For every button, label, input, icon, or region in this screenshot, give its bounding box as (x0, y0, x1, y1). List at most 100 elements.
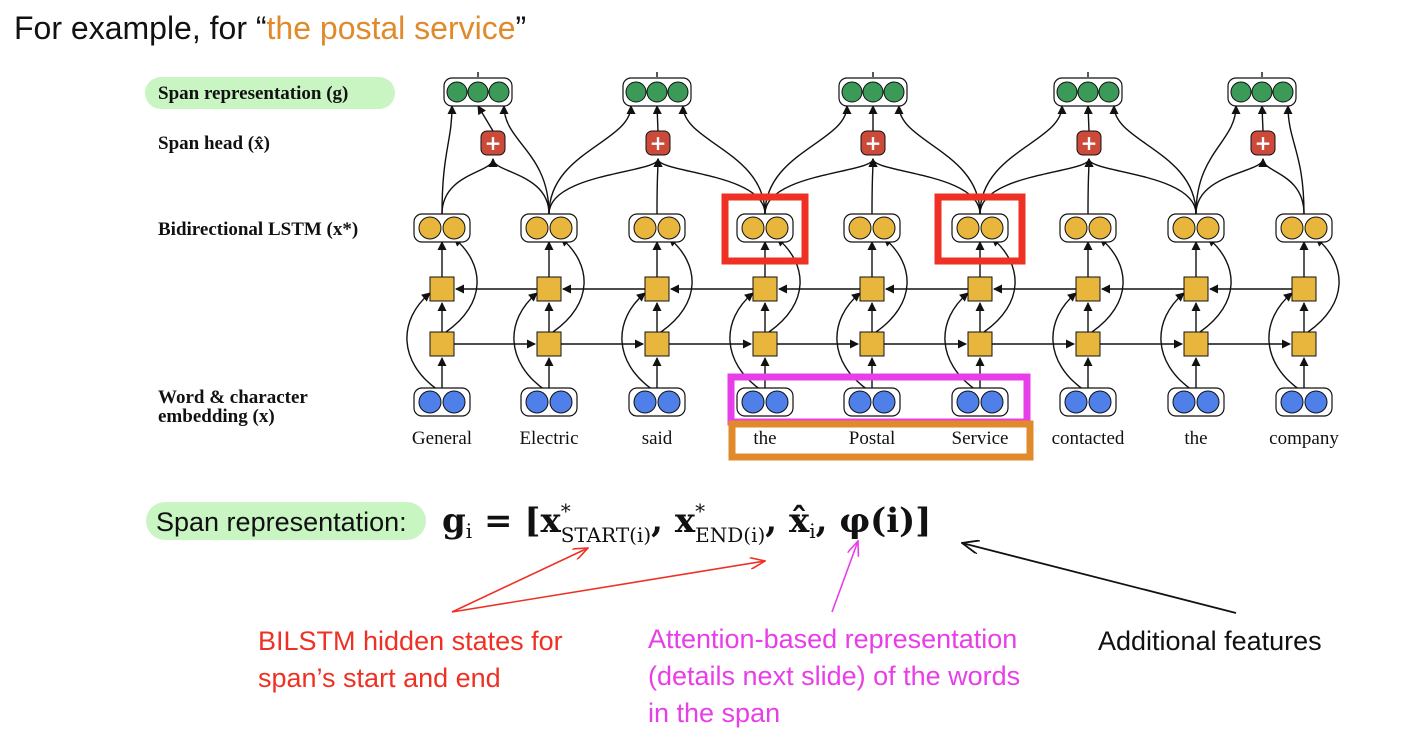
edge-end-to-span (499, 105, 550, 215)
annotation-bilstm-2: span’s start and end (258, 663, 501, 693)
annotation-attention-1: Attention-based representation (648, 624, 1017, 654)
edge-to-span-head (653, 158, 663, 215)
span-representation-node-unit (446, 81, 468, 103)
span-representation-node-unit (667, 81, 689, 103)
arrow-bilstm-end (451, 561, 765, 613)
word-label: Service (952, 428, 1009, 449)
embedding-node-unit (872, 390, 896, 414)
span-representation-node-unit (1272, 81, 1294, 103)
title-prefix: For example, for “ (14, 10, 267, 46)
network-edges (406, 72, 1340, 391)
lstm-backward-cell (967, 276, 993, 302)
lstm-forward-cell (644, 331, 670, 357)
span-end-highlight (934, 193, 1026, 265)
lstm-backward-cell (1183, 276, 1209, 302)
span-representation-node-unit (1251, 81, 1273, 103)
span-representation-label-bg (145, 77, 395, 109)
bilstm-output-node-unit (1196, 216, 1220, 240)
bilstm-output-node-unit (765, 216, 789, 240)
edge-end-to-span (1109, 105, 1197, 215)
embedding-node-unit (848, 390, 872, 414)
span-head-plus-node (645, 130, 671, 156)
lstm-backward-cell (859, 276, 885, 302)
embedding-node-unit (633, 390, 657, 414)
span-representation-node-unit (646, 81, 668, 103)
formula-label: Span representation: (156, 507, 407, 537)
span-representation-formula: gi = [x*START(i), x*END(i), x̂i, φ(i)] (442, 499, 931, 547)
word-label: Postal (849, 428, 895, 449)
lstm-backward-cell (1075, 276, 1101, 302)
span-representation-node-unit (488, 81, 510, 103)
embedding-node-unit (1088, 390, 1112, 414)
edge-skip-forward-output (1091, 237, 1124, 333)
span-head-plus-node (1250, 130, 1276, 156)
edge-to-span-head (1258, 158, 1305, 215)
bilstm-output-node-unit (1280, 216, 1304, 240)
word-label: the (753, 428, 776, 449)
edge-head-to-span (477, 105, 494, 132)
edge-skip-forward-output (875, 237, 908, 333)
plus-icon: + (865, 131, 882, 155)
plus-icon: + (1255, 131, 1272, 155)
annotation-bilstm-1: BILSTM hidden states for (258, 626, 563, 656)
embedding-node-unit (956, 390, 980, 414)
span-representation-node-unit (1098, 81, 1120, 103)
lstm-backward-cell (644, 276, 670, 302)
word-label: the (1184, 428, 1207, 449)
formula-label-bg (146, 502, 426, 540)
bilstm-output-node-unit (549, 216, 573, 240)
formula-comma-3: , (816, 501, 840, 541)
span-representation-node-unit (1230, 81, 1252, 103)
edge-skip-emb-backward (1268, 292, 1301, 391)
edge-skip-forward-output (983, 237, 1016, 333)
edge-to-span-head (1084, 158, 1197, 215)
arrow-bilstm-start (451, 548, 588, 613)
edge-start-to-span (1195, 105, 1241, 215)
word-label: Electric (519, 428, 578, 449)
row-label-embedding-1: Word & character (158, 387, 308, 408)
embedding-node-unit (1064, 390, 1088, 414)
edge-start-to-span (441, 105, 457, 215)
edge-skip-forward-output (660, 237, 693, 333)
row-label-span-representation: Span representation (g) (158, 83, 348, 104)
formula-equals: = [ (472, 501, 540, 541)
bilstm-output-node-unit (848, 216, 872, 240)
arrow-attention (831, 541, 858, 613)
formula-xhat-index: i (809, 519, 815, 543)
lstm-forward-cell (967, 331, 993, 357)
edge-to-span-head (548, 158, 663, 215)
edge-skip-emb-backward (513, 292, 546, 391)
lstm-forward-cell (1291, 331, 1317, 357)
edge-to-span-head (764, 158, 878, 215)
edge-skip-forward-output (1307, 237, 1340, 333)
bilstm-output-node-unit (1172, 216, 1196, 240)
formula-x-start: x (540, 501, 561, 541)
formula-g: g (442, 501, 466, 541)
bilstm-output-node-unit (442, 216, 466, 240)
edge-skip-forward-output (768, 237, 801, 333)
embedding-node-unit (442, 390, 466, 414)
title-highlight: the postal service (266, 10, 516, 46)
embedding-node-unit (418, 390, 442, 414)
span-representation-node-unit (625, 81, 647, 103)
edge-skip-emb-backward (1160, 292, 1193, 391)
bilstm-output-node-unit (657, 216, 681, 240)
word-label: contacted (1052, 428, 1125, 449)
embedding-node-unit (1304, 390, 1328, 414)
edge-to-span-head (488, 158, 550, 215)
edge-head-to-span (1257, 105, 1267, 132)
lstm-forward-cell (536, 331, 562, 357)
span-head-plus-node (860, 130, 886, 156)
bilstm-output-node-unit (872, 216, 896, 240)
bilstm-output-node-unit (956, 216, 980, 240)
slide-title: For example, for “the postal service” (14, 10, 526, 47)
edge-skip-forward-output (552, 237, 585, 333)
lstm-forward-cell (752, 331, 778, 357)
bilstm-output-node-unit (980, 216, 1004, 240)
row-label-span-head: Span head (x̂) (158, 133, 270, 154)
span-head-plus-node (1076, 130, 1102, 156)
embedding-node-unit (525, 390, 549, 414)
bilstm-output-node-unit (1064, 216, 1088, 240)
lstm-backward-cell (429, 276, 455, 302)
arrow-additional (962, 543, 1237, 614)
